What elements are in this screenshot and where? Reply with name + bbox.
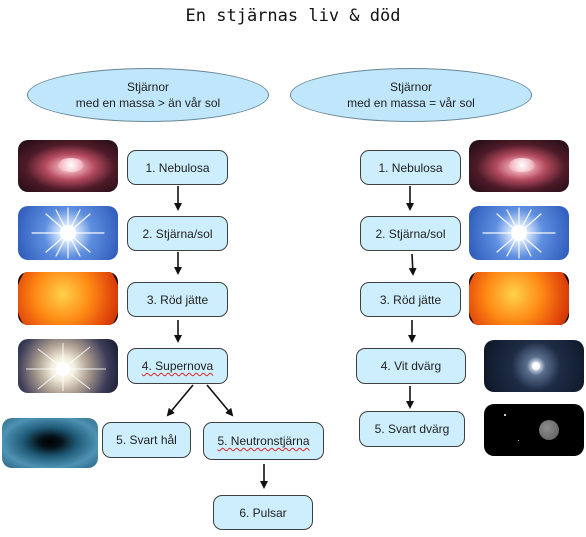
- right-header-line1: Stjärnor: [389, 80, 433, 94]
- left-step-pulsar-label: 6. Pulsar: [239, 505, 287, 520]
- right-header-oval: Stjärnor med en massa = vår sol: [290, 68, 532, 122]
- right-step-svart-dvarg: 5. Svart dvärg: [359, 411, 465, 447]
- red-giant-image-left: [18, 272, 118, 325]
- left-step-stjarna: 2. Stjärna/sol: [127, 216, 228, 251]
- left-header-line2: med en massa > än vår sol: [75, 96, 221, 110]
- right-step-stjarna: 2. Stjärna/sol: [360, 216, 461, 251]
- right-header-line2: med en massa = vår sol: [347, 96, 475, 110]
- red-giant-image-right: [469, 272, 569, 325]
- diagram-title: En stjärnas liv & död: [185, 6, 401, 26]
- right-step-nebulosa-label: 1. Nebulosa: [378, 160, 443, 175]
- bright-star-image-right: [469, 206, 569, 260]
- black-dwarf-image: [484, 404, 584, 456]
- right-step-nebulosa: 1. Nebulosa: [360, 150, 461, 185]
- supernova-image: [18, 339, 118, 393]
- left-step-svart-hal: 5. Svart hål: [102, 422, 191, 458]
- arrow-left-4-5a: [166, 384, 194, 417]
- left-step-svart-hal-label: 5. Svart hål: [116, 433, 177, 447]
- left-step-supernova: 4. Supernova: [127, 348, 228, 384]
- bright-star-image-left: [18, 206, 118, 260]
- left-step-neutronstjarna: 5. Neutronstjärna: [203, 422, 324, 460]
- right-step-rod-jatte: 3. Röd jätte: [360, 282, 461, 317]
- arrow-right-2-3: [408, 253, 417, 276]
- left-header-line1: Stjärnor: [126, 80, 170, 94]
- left-step-rod-jatte: 3. Röd jätte: [127, 282, 228, 317]
- right-step-rod-jatte-label: 3. Röd jätte: [379, 292, 442, 307]
- left-step-nebulosa-label: 1. Nebulosa: [145, 160, 210, 175]
- nebula-image-left: [18, 140, 118, 192]
- right-step-vit-dvarg-label: 4. Vit dvärg: [380, 359, 442, 373]
- left-header-oval: Stjärnor med en massa > än vår sol: [27, 68, 269, 122]
- right-step-vit-dvarg: 4. Vit dvärg: [356, 348, 466, 384]
- left-step-stjarna-label: 2. Stjärna/sol: [142, 226, 213, 241]
- left-step-nebulosa: 1. Nebulosa: [127, 150, 228, 185]
- nebula-image-right: [469, 140, 569, 192]
- white-dwarf-image: [484, 340, 584, 392]
- left-step-neutronstjarna-label: 5. Neutronstjärna: [217, 434, 310, 448]
- left-step-pulsar: 6. Pulsar: [213, 495, 313, 530]
- left-step-rod-jatte-label: 3. Röd jätte: [146, 292, 209, 307]
- right-step-stjarna-label: 2. Stjärna/sol: [375, 226, 446, 241]
- left-step-supernova-label: 4. Supernova: [141, 359, 214, 373]
- black-hole-image: [2, 418, 98, 468]
- right-step-svart-dvarg-label: 5. Svart dvärg: [374, 422, 450, 436]
- arrow-left-4-5b: [206, 384, 234, 417]
